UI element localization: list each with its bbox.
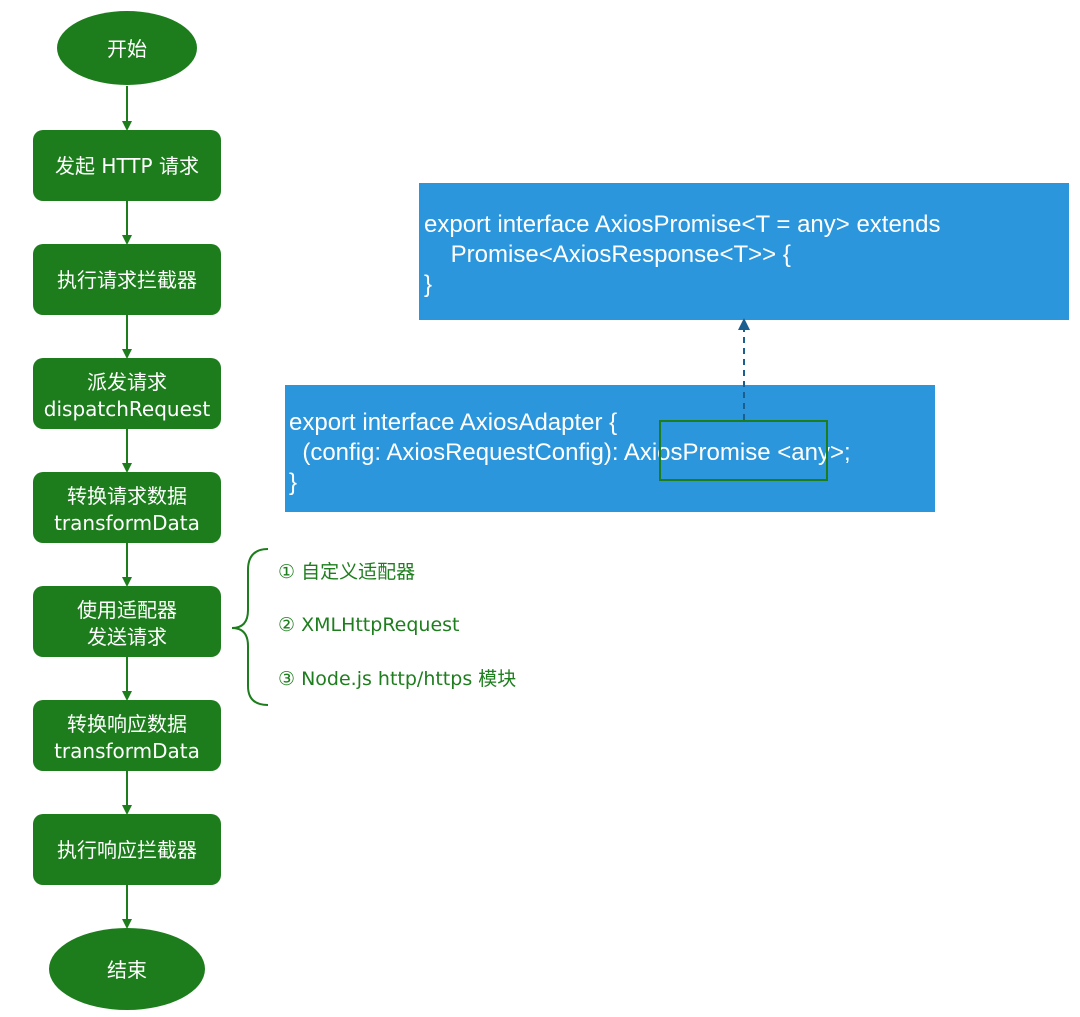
axios-promise-line-2: Promise<AxiosResponse<T>> {	[424, 241, 791, 268]
step-transform-request-data: 转换请求数据 transformData	[33, 472, 221, 543]
step-response-interceptors: 执行响应拦截器	[33, 814, 221, 885]
step-adapter-send-request-label-2: 发送请求	[87, 625, 167, 649]
axios-promise-line-1: export interface AxiosPromise<T = any> e…	[424, 211, 941, 238]
axios-adapter-code-box: export interface AxiosAdapter { (config:…	[285, 385, 935, 512]
axios-promise-code-box: export interface AxiosPromise<T = any> e…	[419, 183, 1069, 320]
step-send-http-request: 发起 HTTP 请求	[33, 130, 221, 201]
step-dispatch-request-label-en: dispatchRequest	[44, 397, 211, 421]
step-transform-request-data-label-en: transformData	[54, 511, 200, 535]
step-request-interceptors: 执行请求拦截器	[33, 244, 221, 315]
adapter-option-node-http: ③ Node.js http/https 模块	[278, 668, 516, 690]
axios-adapter-line-2-prefix: (config: AxiosRequestConfig):	[289, 439, 624, 466]
adapter-options-brace	[231, 548, 269, 706]
end-node: 结束	[49, 928, 205, 1010]
end-node-label: 结束	[107, 958, 147, 982]
step-send-http-request-label: 发起 HTTP 请求	[55, 154, 199, 178]
step-response-interceptors-label: 执行响应拦截器	[57, 838, 197, 862]
step-transform-response-data-label-cn: 转换响应数据	[67, 712, 187, 736]
step-request-interceptors-label: 执行请求拦截器	[57, 268, 197, 292]
start-node-label: 开始	[107, 37, 147, 61]
axios-adapter-highlight-text: AxiosPromise	[624, 439, 771, 466]
axios-adapter-line-2: (config: AxiosRequestConfig): AxiosPromi…	[289, 439, 851, 466]
step-dispatch-request: 派发请求 dispatchRequest	[33, 358, 221, 429]
step-adapter-send-request-label-1: 使用适配器	[77, 598, 177, 622]
axios-promise-highlight-box	[659, 420, 828, 481]
start-node: 开始	[57, 11, 197, 85]
axios-adapter-line-2-suffix: <any>;	[771, 439, 851, 466]
axios-promise-line-3: }	[424, 271, 432, 298]
adapter-option-xhr: ② XMLHttpRequest	[278, 614, 460, 636]
step-adapter-send-request: 使用适配器 发送请求	[33, 586, 221, 657]
adapter-option-custom: ① 自定义适配器	[278, 561, 415, 583]
axios-adapter-line-1: export interface AxiosAdapter {	[289, 409, 617, 436]
step-dispatch-request-label-cn: 派发请求	[87, 370, 167, 394]
step-transform-response-data-label-en: transformData	[54, 739, 200, 763]
step-transform-request-data-label-cn: 转换请求数据	[67, 484, 187, 508]
step-transform-response-data: 转换响应数据 transformData	[33, 700, 221, 771]
axios-adapter-line-3: }	[289, 469, 297, 496]
